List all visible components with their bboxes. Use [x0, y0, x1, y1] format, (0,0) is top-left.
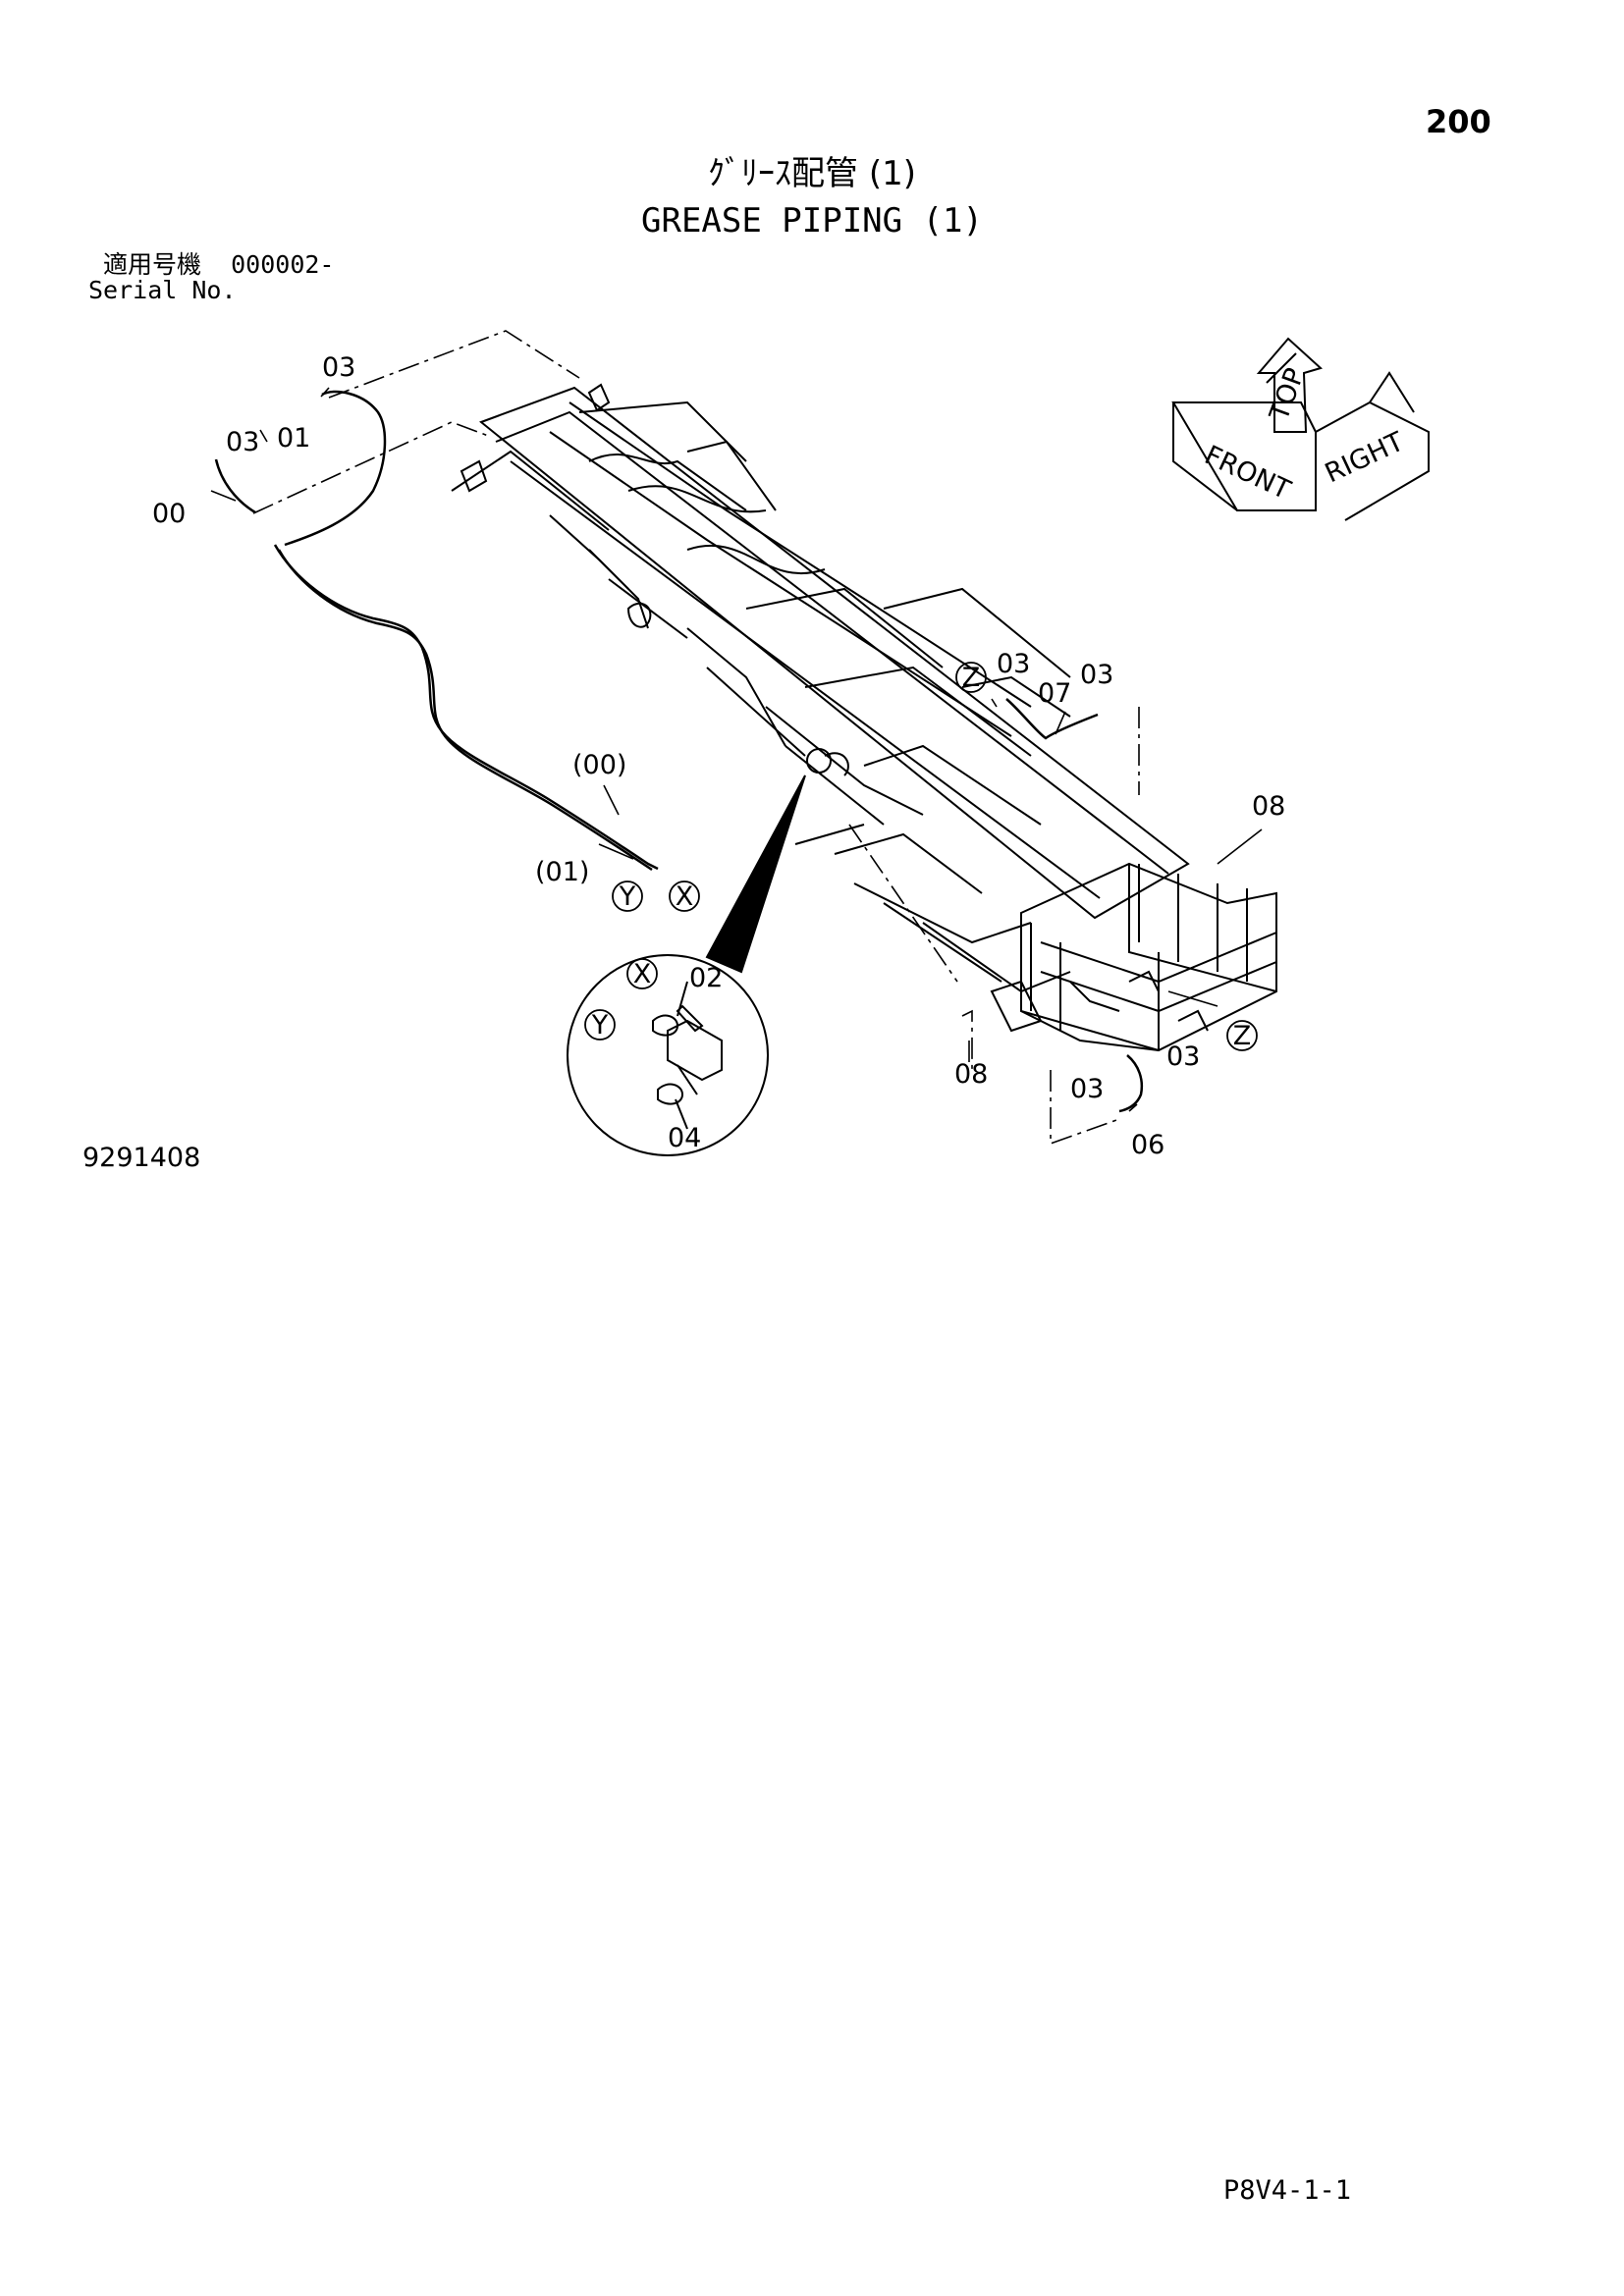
serial-number-line: 適用号機 000002-: [103, 252, 334, 277]
callout-01-paren: (01): [535, 857, 589, 887]
callout-06: 06: [1131, 1130, 1164, 1160]
callout-leaders: [210, 387, 1263, 1112]
orientation-label-right: RIGHT: [1321, 426, 1409, 489]
page-title-japanese: ｸﾞﾘｰｽ配管 (1): [708, 154, 916, 193]
page-title-english: GREASE PIPING (1): [641, 201, 983, 240]
page-number: 200: [1426, 103, 1491, 140]
marker-z-bottom: Z: [1233, 1021, 1252, 1051]
callout-03-top: 03: [322, 352, 355, 383]
callout-01-top: 01: [277, 423, 310, 454]
callout-00-paren: (00): [572, 750, 626, 780]
base-frame: [990, 862, 1277, 1052]
callout-03-z-b: 03: [1080, 660, 1113, 690]
detail-callout: [567, 748, 832, 1156]
callout-03-bottom-b: 03: [1070, 1074, 1104, 1104]
callout-07: 07: [1038, 678, 1071, 709]
grease-hoses: [214, 390, 1144, 1113]
boom-structure: [451, 383, 1190, 993]
callout-03-left: 03: [226, 427, 259, 457]
orientation-label-front: FRONT: [1200, 440, 1295, 506]
callout-03-bottom-a: 03: [1166, 1041, 1200, 1072]
callout-03-z-a: 03: [997, 649, 1030, 679]
marker-y: Y: [619, 881, 636, 912]
serial-label-english: Serial No.: [88, 276, 237, 304]
drawing-number: 9291408: [82, 1143, 201, 1173]
dashed-leader-lines: [252, 330, 1140, 1146]
reference-marker-letters: Y X Z Z X Y: [591, 663, 1252, 1051]
marker-x-detail: X: [633, 959, 652, 989]
marker-y-detail: Y: [591, 1010, 609, 1041]
page-code: P8V4-1-1: [1223, 2175, 1352, 2206]
marker-z-top: Z: [962, 663, 981, 693]
callout-04: 04: [668, 1123, 701, 1153]
orientation-icon: [1171, 337, 1430, 521]
serial-label-japanese: 適用号機: [103, 250, 202, 279]
reference-markers: [584, 662, 1258, 1051]
callout-02: 02: [689, 963, 723, 993]
callout-08-bottom: 08: [954, 1059, 988, 1090]
callout-labels: 03 01 03 00 (00) (01) 03 07 03 08 02 04 …: [152, 352, 1285, 1160]
serial-value: 000002-: [231, 250, 335, 279]
callout-08-right: 08: [1252, 791, 1285, 822]
marker-x: X: [676, 881, 694, 912]
callout-00: 00: [152, 499, 186, 529]
